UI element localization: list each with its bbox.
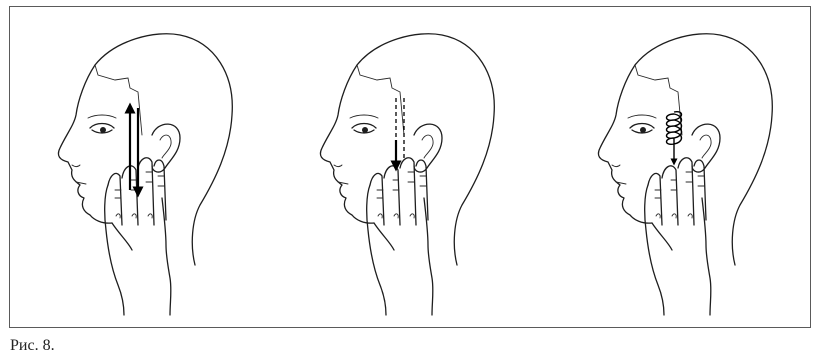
panel-downward-motion	[282, 20, 532, 320]
figure-caption: Рис. 8.	[10, 337, 55, 355]
head-hand-illustration-1	[20, 20, 270, 320]
panel-vertical-motion	[20, 20, 270, 320]
panel-spiral-motion	[560, 20, 810, 320]
head-hand-illustration-2	[282, 20, 532, 320]
spiral-arrow	[667, 112, 682, 162]
head-hand-illustration-3	[560, 20, 810, 320]
